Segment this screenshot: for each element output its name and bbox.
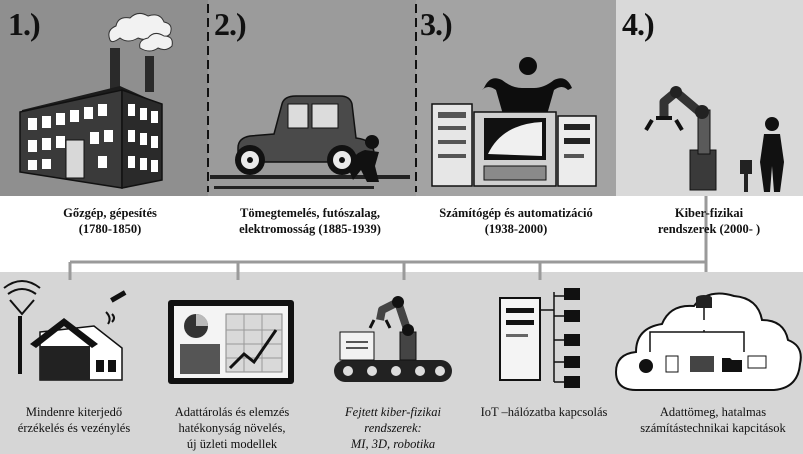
era-title: Kiber-fizikai: [674, 206, 744, 220]
feature-line: Fejtett kiber-fizikai: [345, 405, 441, 419]
feature-caption-2: Adattárolás és elemzés hatékonyság növel…: [152, 404, 312, 452]
feature-line: hatékonyság növelés,: [178, 421, 286, 435]
era-number-3: 3.): [420, 6, 453, 42]
era-dates: elektromosság (1885-1939): [239, 222, 381, 236]
feature-line: számítástechnikai kapcitások: [640, 421, 786, 435]
era-title: Számítógép és automatizáció: [439, 206, 593, 220]
robot-conveyor-icon: [334, 296, 452, 382]
feature-line: rendszerek:: [364, 421, 422, 435]
era-number-2: 2.): [214, 6, 247, 42]
era-dates: rendszerek (2000- ): [657, 222, 761, 236]
era-number-1: 1.): [8, 6, 41, 42]
era-caption-1: Gőzgép, gépesítés (1780-1850): [20, 205, 200, 237]
feature-caption-4: IoT –hálózatba kapcsolás: [464, 404, 624, 420]
factory-icon: [19, 12, 173, 189]
feature-line: Mindenre kiterjedő: [25, 405, 123, 419]
era-dates: (1780-1850): [78, 222, 142, 236]
era-title: Gőzgép, gépesítés: [63, 206, 157, 220]
era-number-4: 4.): [622, 6, 655, 42]
era-caption-4: Kiber-fizikai rendszerek (2000- ): [616, 205, 802, 237]
smart-house-icon: [3, 280, 127, 381]
era-caption-3: Számítógép és automatizáció (1938-2000): [420, 205, 612, 237]
era-caption-2: Tömegtemelés, futószalag, elektromosság …: [210, 205, 410, 237]
computer-icon: [431, 57, 597, 187]
era-dates: (1938-2000): [484, 222, 548, 236]
connector-lines: [68, 196, 708, 280]
feature-line: Adattárolás és elemzés: [174, 405, 290, 419]
era-title: Tömegtemelés, futószalag,: [240, 206, 380, 220]
feature-caption-1: Mindenre kiterjedő érzékelés és vezénylé…: [0, 404, 148, 436]
cloud-data-icon: [614, 292, 802, 391]
robot-arm-icon: [644, 86, 784, 192]
feature-line: IoT –hálózatba kapcsolás: [480, 405, 608, 419]
feature-line: új üzleti modellek: [186, 437, 278, 451]
feature-line: Adattömeg, hatalmas: [659, 405, 767, 419]
feature-line: érzékelés és vezénylés: [17, 421, 131, 435]
car-icon: [210, 95, 410, 189]
iot-network-icon: [499, 288, 580, 388]
feature-caption-5: Adattömeg, hatalmas számítástechnikai ka…: [624, 404, 802, 436]
feature-caption-3: Fejtett kiber-fizikai rendszerek: MI, 3D…: [318, 404, 468, 452]
analytics-monitor-icon: [168, 300, 294, 384]
feature-line: MI, 3D, robotika: [350, 437, 436, 451]
